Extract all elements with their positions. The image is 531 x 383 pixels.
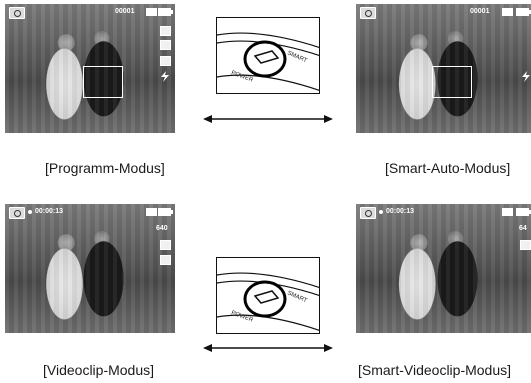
power-button-dial-icon: POWER SMART — [216, 17, 320, 94]
video-resolution: 640 — [156, 225, 168, 232]
caption-smart-auto-mode: [Smart-Auto-Modus] — [385, 160, 511, 176]
battery-icon — [158, 208, 173, 216]
frame-rate-icon — [520, 240, 531, 250]
caption-program-mode: [Programm-Modus] — [45, 160, 165, 176]
metering-icon — [160, 56, 171, 66]
movie-mode-icon — [9, 207, 25, 219]
record-timer: 00:00:13 — [386, 208, 415, 215]
dial-label-smart: SMART — [286, 290, 308, 304]
videoclip-mode-screen: 00:00:13 640 — [5, 204, 175, 333]
memory-card-icon — [146, 8, 157, 16]
caption-smart-videoclip-mode: [Smart-Videoclip-Modus] — [358, 362, 512, 378]
battery-icon — [158, 8, 173, 16]
record-dot-icon — [28, 210, 32, 214]
program-mode-screen: 00001 — [5, 4, 175, 133]
metering-icon — [160, 255, 171, 265]
shot-counter: 00001 — [115, 8, 135, 15]
battery-icon — [516, 8, 531, 16]
image-size-icon — [160, 26, 171, 36]
flash-icon — [522, 71, 530, 82]
smart-videoclip-mode-screen: 00:00:13 64 — [356, 204, 531, 333]
battery-icon — [516, 208, 531, 216]
double-arrow-icon — [203, 344, 333, 352]
shot-counter: 00001 — [470, 8, 490, 15]
video-resolution: 64 — [519, 225, 527, 232]
double-arrow-icon — [203, 115, 333, 123]
caption-videoclip-mode: [Videoclip-Modus] — [43, 362, 155, 378]
af-frame — [83, 66, 123, 98]
memory-card-icon — [502, 208, 513, 216]
smart-movie-mode-icon — [360, 207, 376, 219]
smart-auto-mode-screen: 00001 — [356, 4, 531, 133]
camera-mode-icon — [9, 7, 25, 19]
memory-card-icon — [146, 208, 157, 216]
af-frame — [432, 66, 472, 98]
record-dot-icon — [379, 210, 383, 214]
smart-auto-mode-icon — [360, 7, 376, 19]
dial-label-smart: SMART — [286, 50, 308, 64]
flash-icon — [161, 71, 169, 82]
quality-icon — [160, 40, 171, 50]
frame-rate-icon — [160, 240, 171, 250]
power-button-dial-icon: POWER SMART — [216, 257, 320, 334]
record-timer: 00:00:13 — [35, 208, 64, 215]
memory-card-icon — [502, 8, 513, 16]
